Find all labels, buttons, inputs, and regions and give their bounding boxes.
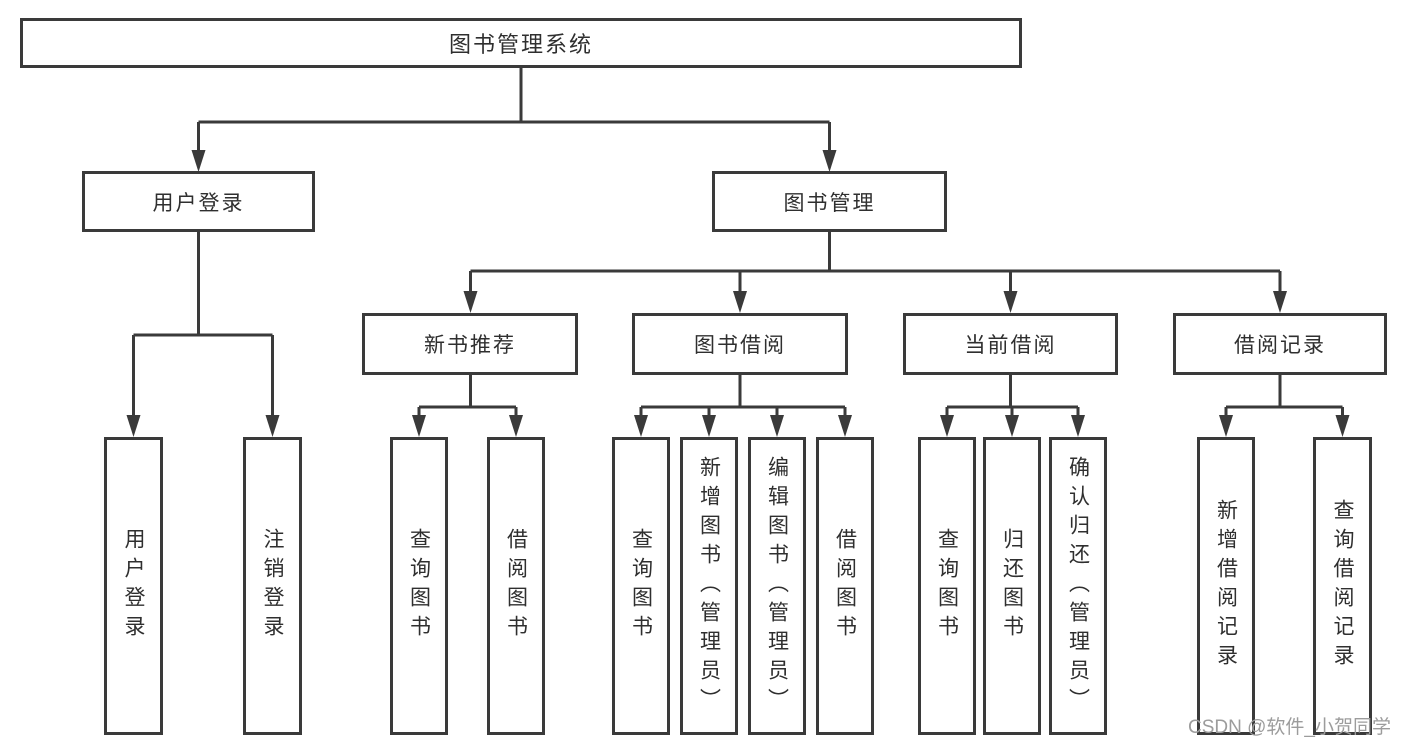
leaf-borrow-books-1: 借阅图书 — [487, 437, 545, 735]
node-root: 图书管理系统 — [20, 18, 1022, 68]
leaf-user-login-label: 用户登录 — [122, 528, 145, 644]
arrow-down-icon — [265, 415, 280, 437]
leaf-query-books-3: 查询图书 — [918, 437, 976, 735]
arrow-down-icon — [634, 415, 648, 437]
arrow-down-icon — [822, 150, 837, 172]
node-book-borrowing: 图书借阅 — [632, 313, 848, 375]
leaf-confirm-return-admin: 确认归还（管理员） — [1049, 437, 1107, 735]
leaf-add-book-admin: 新增图书（管理员） — [680, 437, 738, 735]
arrow-down-icon — [733, 291, 747, 313]
leaf-borrow-books-1-label: 借阅图书 — [504, 528, 528, 644]
arrow-down-icon — [509, 415, 523, 437]
leaf-return-books-label: 归还图书 — [1000, 528, 1024, 644]
leaf-user-login: 用户登录 — [104, 437, 163, 735]
arrow-down-icon — [1005, 415, 1019, 437]
arrow-down-icon — [838, 415, 852, 437]
arrow-down-icons — [126, 150, 1350, 437]
leaf-edit-book-admin-label: 编辑图书（管理员） — [765, 455, 789, 717]
leaf-borrow-books-2-label: 借阅图书 — [833, 528, 857, 644]
arrow-down-icon — [1003, 291, 1018, 313]
arrow-down-icon — [1219, 415, 1233, 437]
connector-lines — [132, 68, 1344, 417]
leaf-edit-book-admin: 编辑图书（管理员） — [748, 437, 806, 735]
arrow-down-icon — [412, 415, 426, 437]
leaf-logout-login-label: 注销登录 — [261, 528, 284, 644]
leaf-query-books-2: 查询图书 — [612, 437, 670, 735]
node-user-login-label: 用户登录 — [152, 191, 245, 215]
leaf-add-book-admin-label: 新增图书（管理员） — [697, 455, 721, 717]
leaf-query-books-1-label: 查询图书 — [407, 528, 431, 644]
leaf-query-books-1: 查询图书 — [390, 437, 448, 735]
node-new-book-recommend: 新书推荐 — [362, 313, 578, 375]
arrow-down-icon — [770, 415, 784, 437]
arrow-down-icon — [463, 291, 478, 313]
leaf-return-books: 归还图书 — [983, 437, 1041, 735]
node-borrowing-records: 借阅记录 — [1173, 313, 1387, 375]
node-book-management-label: 图书管理 — [783, 191, 876, 215]
node-current-borrowing: 当前借阅 — [903, 313, 1118, 375]
arrow-down-icon — [940, 415, 954, 437]
node-new-book-recommend-label: 新书推荐 — [424, 334, 516, 357]
leaf-query-borrow-record-label: 查询借阅记录 — [1331, 499, 1354, 673]
watermark: CSDN @软件_小贺同学 — [1188, 717, 1391, 738]
leaf-add-borrow-record: 新增借阅记录 — [1197, 437, 1255, 735]
leaf-query-books-3-label: 查询图书 — [935, 528, 959, 644]
node-user-login: 用户登录 — [82, 171, 315, 232]
arrow-down-icon — [1071, 415, 1085, 437]
leaf-confirm-return-admin-label: 确认归还（管理员） — [1066, 455, 1090, 717]
arrow-down-icon — [1335, 415, 1350, 437]
leaf-query-borrow-record: 查询借阅记录 — [1313, 437, 1372, 735]
arrow-down-icon — [126, 415, 141, 437]
node-root-label: 图书管理系统 — [448, 32, 593, 57]
arrow-down-icon — [702, 415, 716, 437]
leaf-borrow-books-2: 借阅图书 — [816, 437, 874, 735]
node-borrowing-records-label: 借阅记录 — [1234, 334, 1326, 357]
node-current-borrowing-label: 当前借阅 — [964, 334, 1057, 357]
leaf-query-books-2-label: 查询图书 — [629, 528, 653, 644]
node-book-borrowing-label: 图书借阅 — [694, 334, 786, 357]
arrow-down-icon — [191, 150, 206, 172]
leaf-logout-login: 注销登录 — [243, 437, 302, 735]
node-book-management: 图书管理 — [712, 171, 947, 232]
arrow-down-icon — [1273, 291, 1287, 313]
leaf-add-borrow-record-label: 新增借阅记录 — [1214, 499, 1238, 673]
